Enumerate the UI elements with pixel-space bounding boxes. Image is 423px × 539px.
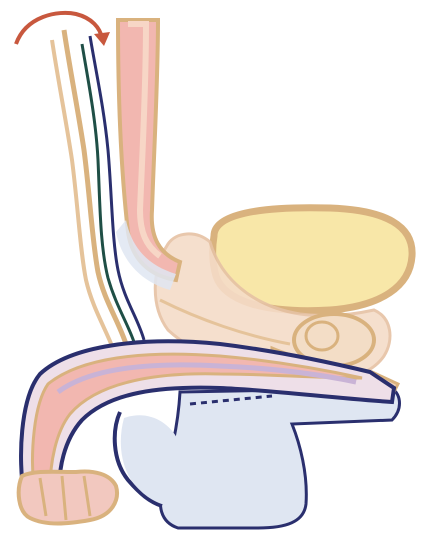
tip-region (19, 472, 117, 524)
lower-bulb-fill (121, 415, 178, 506)
outer-tan-line-2 (52, 40, 112, 346)
top-arrow-head (94, 32, 110, 46)
lower-body-region (160, 388, 399, 528)
